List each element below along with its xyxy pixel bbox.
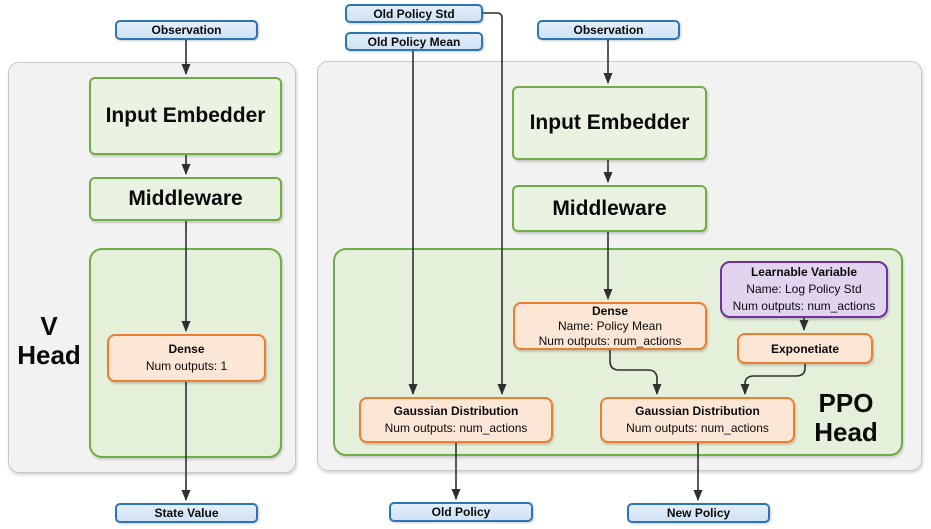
gaussian-new-line2: Num outputs: num_actions [626, 421, 769, 435]
ppo-head-label-line2: Head [814, 417, 878, 447]
middleware-left-label: Middleware [128, 187, 243, 210]
dense-left-box: Dense Num outputs: 1 [107, 334, 266, 382]
v-head-label-line2: Head [17, 340, 81, 370]
observation-right-box: Observation [537, 20, 680, 40]
old-policy-mean-box: Old Policy Mean [345, 32, 483, 51]
gaussian-distribution-new-box: Gaussian Distribution Num outputs: num_a… [600, 397, 795, 443]
dense-right-line2: Name: Policy Mean [557, 318, 663, 333]
old-policy-std-box: Old Policy Std [345, 4, 483, 23]
observation-left-box: Observation [115, 20, 258, 40]
v-head-label-line1: V [40, 311, 58, 341]
new-policy-box: New Policy [627, 503, 770, 523]
learnable-variable-line2: Name: Log Policy Std [746, 282, 862, 296]
input-embedder-left-label: Input Embedder [105, 104, 266, 127]
dense-right-line3: Num outputs: num_actions [538, 333, 682, 348]
observation-left-label: Observation [151, 23, 222, 37]
observation-right-label: Observation [573, 23, 644, 37]
dense-right-box: Dense Name: Policy Mean Num outputs: num… [513, 302, 707, 350]
dense-right-title: Dense [591, 303, 629, 318]
new-policy-label: New Policy [666, 506, 731, 520]
gaussian-new-title: Gaussian Distribution [635, 404, 760, 418]
state-value-label: State Value [154, 506, 219, 520]
learnable-variable-title: Learnable Variable [750, 265, 858, 279]
middleware-right-box: Middleware [512, 185, 707, 232]
v-head-label: V Head [12, 312, 86, 370]
dense-left-title: Dense [168, 342, 205, 356]
gaussian-distribution-old-box: Gaussian Distribution Num outputs: num_a… [359, 397, 553, 443]
exponetiate-box: Exponetiate [737, 333, 873, 364]
gaussian-old-line2: Num outputs: num_actions [384, 421, 528, 435]
state-value-box: State Value [115, 503, 258, 523]
ppo-head-label-line1: PPO [818, 388, 874, 418]
ppo-head-label: PPO Head [806, 389, 886, 447]
learnable-variable-box: Learnable Variable Name: Log Policy Std … [720, 261, 888, 318]
exponetiate-label: Exponetiate [770, 341, 839, 356]
input-embedder-right-box: Input Embedder [512, 86, 707, 160]
learnable-variable-line3: Num outputs: num_actions [732, 299, 876, 313]
old-policy-mean-label: Old Policy Mean [367, 34, 461, 49]
middleware-left-box: Middleware [89, 177, 282, 221]
input-embedder-left-box: Input Embedder [89, 77, 282, 155]
input-embedder-right-label: Input Embedder [529, 111, 690, 134]
gaussian-old-title: Gaussian Distribution [393, 404, 519, 418]
dense-left-line2: Num outputs: 1 [145, 359, 228, 373]
old-policy-box: Old Policy [389, 502, 533, 522]
old-policy-label: Old Policy [431, 505, 491, 519]
old-policy-std-label: Old Policy Std [373, 6, 455, 21]
middleware-right-label: Middleware [552, 196, 667, 220]
